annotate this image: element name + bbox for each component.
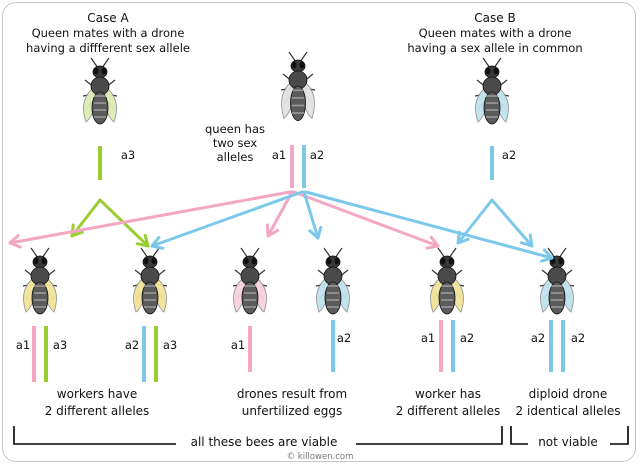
bee-abdomen bbox=[324, 281, 342, 315]
viable-label: all these bees are viable bbox=[191, 435, 338, 449]
arrow-head bbox=[70, 223, 84, 238]
arrow-shaft bbox=[304, 190, 554, 260]
bee-abdomen bbox=[438, 281, 456, 315]
bee-eye bbox=[41, 257, 47, 265]
offspring6-allele-right: a2 bbox=[571, 331, 585, 345]
arrow-head bbox=[520, 233, 534, 248]
bee-eye bbox=[558, 257, 564, 265]
case-a-line1: Queen mates with a drone bbox=[32, 26, 185, 40]
queen-label-line3: alleles bbox=[217, 150, 254, 164]
bee-eye bbox=[326, 257, 332, 265]
bee-abdomen bbox=[483, 91, 501, 125]
bee-eye bbox=[143, 257, 149, 265]
caption-diploid-line1: diploid drone bbox=[529, 387, 608, 401]
arrow-queen-a1-to-worker1 bbox=[8, 190, 292, 249]
arrow-head bbox=[425, 235, 440, 250]
caption-diploid-line2: 2 identical alleles bbox=[516, 404, 621, 418]
offspring2-allele-left: a2 bbox=[125, 338, 139, 352]
allele-bars bbox=[32, 145, 565, 382]
bee-abdomen bbox=[141, 281, 159, 315]
case-b-title: Case B bbox=[474, 11, 515, 25]
case-a-drone-bee bbox=[82, 57, 118, 125]
caption-drones-line1: drones result from bbox=[237, 387, 347, 401]
queen-label-line1: queen has bbox=[205, 122, 265, 136]
bee-eye bbox=[243, 257, 249, 265]
bee-eye bbox=[493, 67, 499, 75]
case-a-title: Case A bbox=[87, 11, 129, 25]
arrow-queen-a2-to-drone bbox=[302, 190, 323, 240]
offspring5-allele-right: a2 bbox=[460, 331, 474, 345]
bee-eye bbox=[291, 61, 297, 69]
case-b-drone-bee bbox=[474, 57, 510, 125]
offspring6-allele-left: a2 bbox=[531, 331, 545, 345]
bee-eye bbox=[334, 257, 340, 265]
bee-eye bbox=[299, 61, 305, 69]
offspring-bee-5 bbox=[429, 247, 465, 315]
arrow-shaft bbox=[150, 190, 304, 248]
case-a-line2: having a diffferent sex allele bbox=[26, 41, 190, 55]
queen-allele-a1: a1 bbox=[272, 148, 286, 162]
offspring1-allele-left: a1 bbox=[16, 338, 30, 352]
bee-abdomen bbox=[241, 281, 259, 315]
arrow-drone-b-to-diploid bbox=[490, 198, 534, 248]
arrow-queen-a1-to-drone bbox=[265, 190, 294, 238]
queen-bee bbox=[280, 51, 316, 121]
arrow-head bbox=[265, 223, 280, 238]
bee-eye bbox=[151, 257, 157, 265]
queen-label-line2: two sex bbox=[213, 136, 257, 150]
offspring-bee-3 bbox=[232, 247, 268, 315]
caption-worker-line1: worker has bbox=[415, 387, 481, 401]
bee-eye bbox=[93, 67, 99, 75]
arrow-shaft bbox=[266, 190, 294, 238]
caption-workers-line2: 2 different alleles bbox=[45, 404, 150, 418]
arrow-queen-a1-to-worker3 bbox=[292, 190, 440, 250]
bee-eye bbox=[448, 257, 454, 265]
case-b-line1: Queen mates with a drone bbox=[419, 26, 572, 40]
caption-worker-line2: 2 different alleles bbox=[396, 404, 501, 418]
arrow-queen-a2-to-worker2 bbox=[150, 190, 304, 250]
arrow-head bbox=[308, 225, 323, 240]
bee-eye bbox=[101, 67, 107, 75]
bee-eye bbox=[440, 257, 446, 265]
arrow-queen-a2-to-diploid bbox=[304, 190, 554, 263]
offspring2-allele-right: a3 bbox=[163, 338, 177, 352]
arrow-shaft bbox=[292, 190, 440, 248]
offspring3-allele: a1 bbox=[231, 338, 245, 352]
offspring5-allele-left: a1 bbox=[421, 331, 435, 345]
offspring-bee-6 bbox=[539, 247, 575, 315]
offspring4-allele: a2 bbox=[337, 331, 351, 345]
offspring-bee-1 bbox=[22, 247, 58, 315]
bee-abdomen bbox=[290, 85, 306, 121]
arrow-shaft bbox=[490, 198, 534, 248]
arrow-shaft bbox=[302, 190, 320, 240]
bee-eye bbox=[33, 257, 39, 265]
caption-drones-line2: unfertilized eggs bbox=[242, 404, 342, 418]
offspring1-allele-right: a3 bbox=[53, 338, 67, 352]
caption-workers-line1: workers have bbox=[57, 387, 137, 401]
bee-abdomen bbox=[31, 281, 49, 315]
inheritance-arrows bbox=[8, 190, 554, 263]
arrow-head bbox=[456, 230, 470, 245]
credit-text: © killowen.com bbox=[287, 452, 354, 462]
not-viable-label: not viable bbox=[538, 435, 598, 449]
diagram-frame bbox=[2, 2, 636, 462]
arrow-head bbox=[150, 235, 165, 250]
bee-illustrations bbox=[22, 51, 575, 315]
bee-abdomen bbox=[548, 281, 566, 315]
bee-eye bbox=[485, 67, 491, 75]
arrow-head bbox=[539, 248, 554, 263]
case-a-drone-allele: a3 bbox=[121, 148, 135, 162]
arrow-head bbox=[135, 233, 150, 248]
case-b-line2: having a sex allele in common bbox=[407, 41, 582, 55]
offspring-bee-4 bbox=[315, 247, 351, 315]
arrow-shaft bbox=[8, 190, 292, 245]
offspring-bee-2 bbox=[132, 247, 168, 315]
bee-abdomen bbox=[91, 91, 109, 125]
bee-eye bbox=[251, 257, 257, 265]
arrow-head bbox=[8, 234, 22, 249]
case-b-drone-allele: a2 bbox=[502, 148, 516, 162]
queen-allele-a2: a2 bbox=[310, 148, 324, 162]
